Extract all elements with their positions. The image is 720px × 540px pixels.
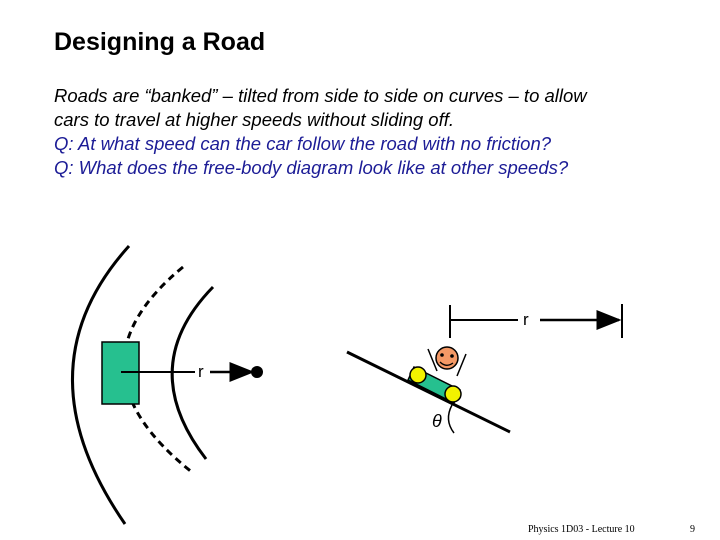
driver-smile <box>439 361 454 366</box>
bank-angle-arc <box>447 404 455 434</box>
footer-course: Physics 1D03 - Lecture 10 <box>528 524 635 535</box>
driver-arm-right <box>456 353 467 377</box>
question-2: Q: What does the free-body diagram look … <box>54 157 569 178</box>
bank-angle-label: θ <box>432 411 442 431</box>
car-side-view <box>407 346 467 405</box>
radius-label-top: r <box>198 362 204 381</box>
side-view-road: r θ <box>346 304 623 434</box>
inner-road-edge <box>170 285 215 460</box>
car-wheel-rear <box>444 385 462 403</box>
radius-label-side: r <box>523 310 529 329</box>
body-line-1: Roads are “banked” – tilted from side to… <box>54 85 587 106</box>
slide-title: Designing a Road <box>54 28 266 56</box>
driver-arm-left <box>427 348 438 372</box>
slide-body: Roads are “banked” – tilted from side to… <box>54 84 674 180</box>
top-view-road: r <box>71 244 263 525</box>
curve-center-dot <box>251 366 263 378</box>
body-line-2: cars to travel at higher speeds without … <box>54 109 455 130</box>
outer-road-edge <box>71 244 131 525</box>
footer-page-number: 9 <box>690 524 695 535</box>
driver-eye-left <box>440 353 444 357</box>
question-1: Q: At what speed can the car follow the … <box>54 133 552 154</box>
banked-road-surface <box>346 350 511 434</box>
driver-eye-right <box>450 354 454 358</box>
car-wheel-front <box>409 366 427 384</box>
